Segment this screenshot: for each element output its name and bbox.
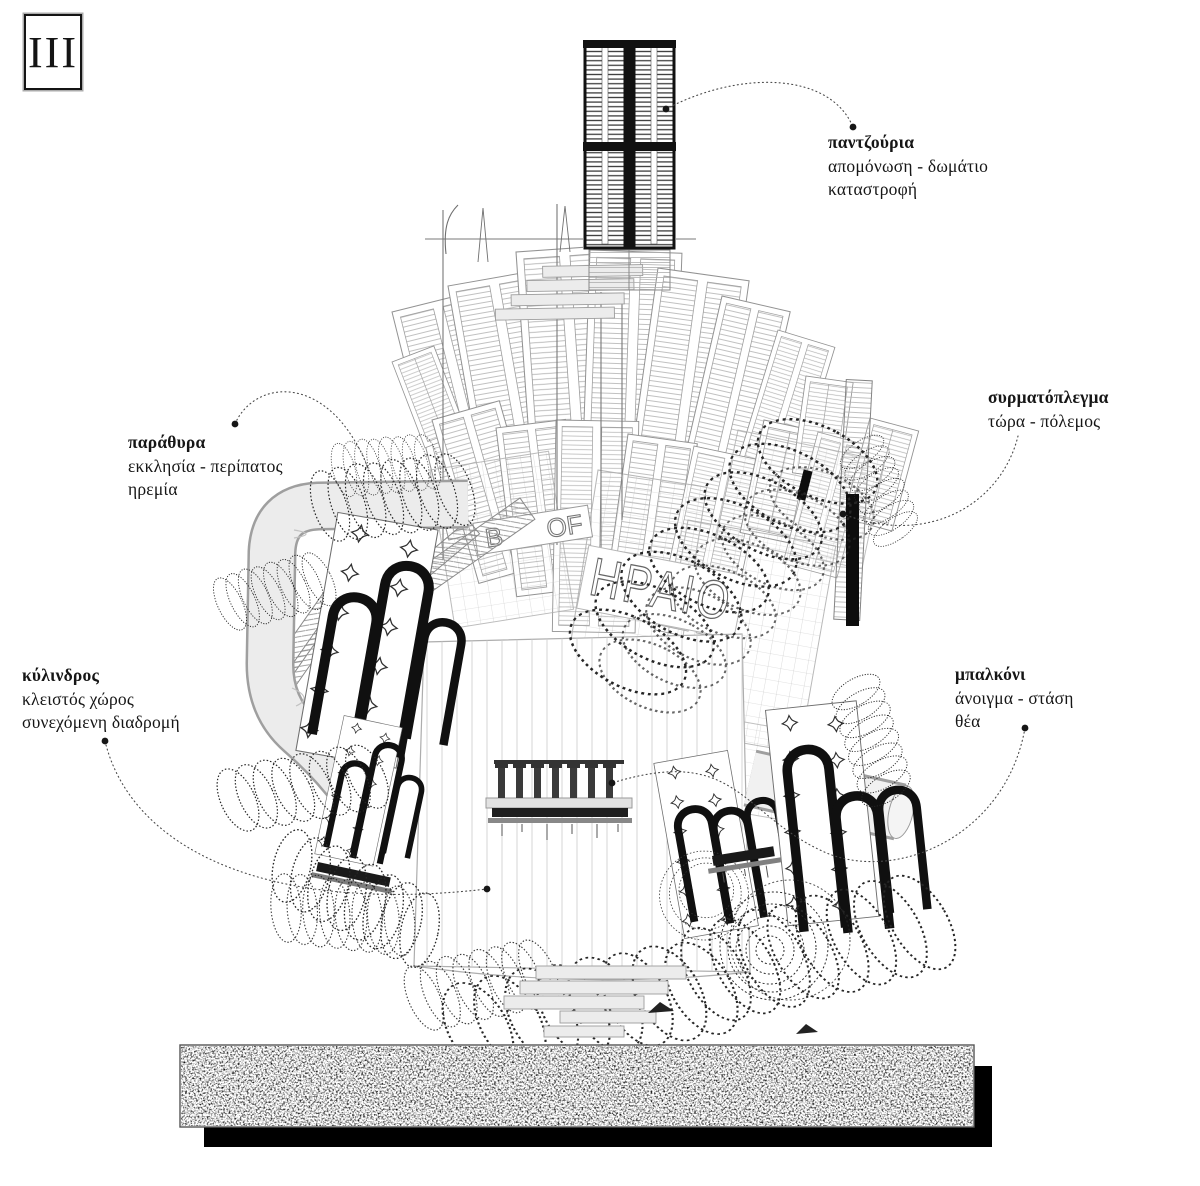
leader-dots <box>101 105 1029 893</box>
annotation-title: μπαλκόνι <box>955 664 1026 684</box>
black-bar <box>846 494 859 626</box>
annotation-line: τώρα - πόλεμος <box>988 410 1101 431</box>
annotation-title: παράθυρα <box>128 432 206 452</box>
annotation-line: θέα <box>955 711 981 731</box>
annotation-line: εκκλησία - περίπατος <box>128 455 283 476</box>
lower-stairs <box>503 965 818 1038</box>
annotation-line: συνεχόμενη διαδρομή <box>22 712 180 732</box>
ground-plinth <box>179 1044 992 1147</box>
annotation-pantzouria: παντζούρια απομόνωση - δωμάτιο καταστροφ… <box>828 131 988 202</box>
annotation-balkoni: μπαλκόνι άνοιγμα - στάση θέα <box>955 663 1074 734</box>
scaffold-lines <box>425 204 696 560</box>
leader-kylindros <box>104 740 488 895</box>
plate-numeral: III <box>24 14 82 90</box>
annotation-parathyra: παράθυρα εκκλησία - περίπατος ηρεμία <box>128 431 283 502</box>
annotation-syrmatoplegma: συρματόπλεγμα τώρα - πόλεμος <box>988 386 1109 433</box>
leader-pantzouria <box>665 81 854 128</box>
sign-letters-right: OF <box>544 508 584 543</box>
leader-balkoni <box>611 727 1026 863</box>
annotation-title: παντζούρια <box>828 132 915 152</box>
black-tick <box>796 469 813 501</box>
leader-parathyra <box>234 391 369 469</box>
annotation-line: καταστροφή <box>828 179 918 199</box>
leader-syrmatoplegma <box>842 435 1019 526</box>
annotation-line: ηρεμία <box>128 479 178 499</box>
tower-shutters <box>583 40 676 291</box>
annotation-line: άνοιγμα - στάση <box>955 687 1074 708</box>
annotation-kylindros: κύλινδρος κλειστός χώρος συνεχόμενη διαδ… <box>22 664 180 735</box>
annotation-title: κύλινδρος <box>22 665 100 685</box>
annotation-title: συρματόπλεγμα <box>988 387 1109 407</box>
annotation-line: απομόνωση - δωμάτιο <box>828 155 989 176</box>
mini-balcony-right <box>707 846 782 883</box>
annotation-line: κλειστός χώρος <box>22 688 134 709</box>
coil-spiral-cluster <box>719 879 851 1001</box>
razor-wire-coils <box>203 372 975 1088</box>
